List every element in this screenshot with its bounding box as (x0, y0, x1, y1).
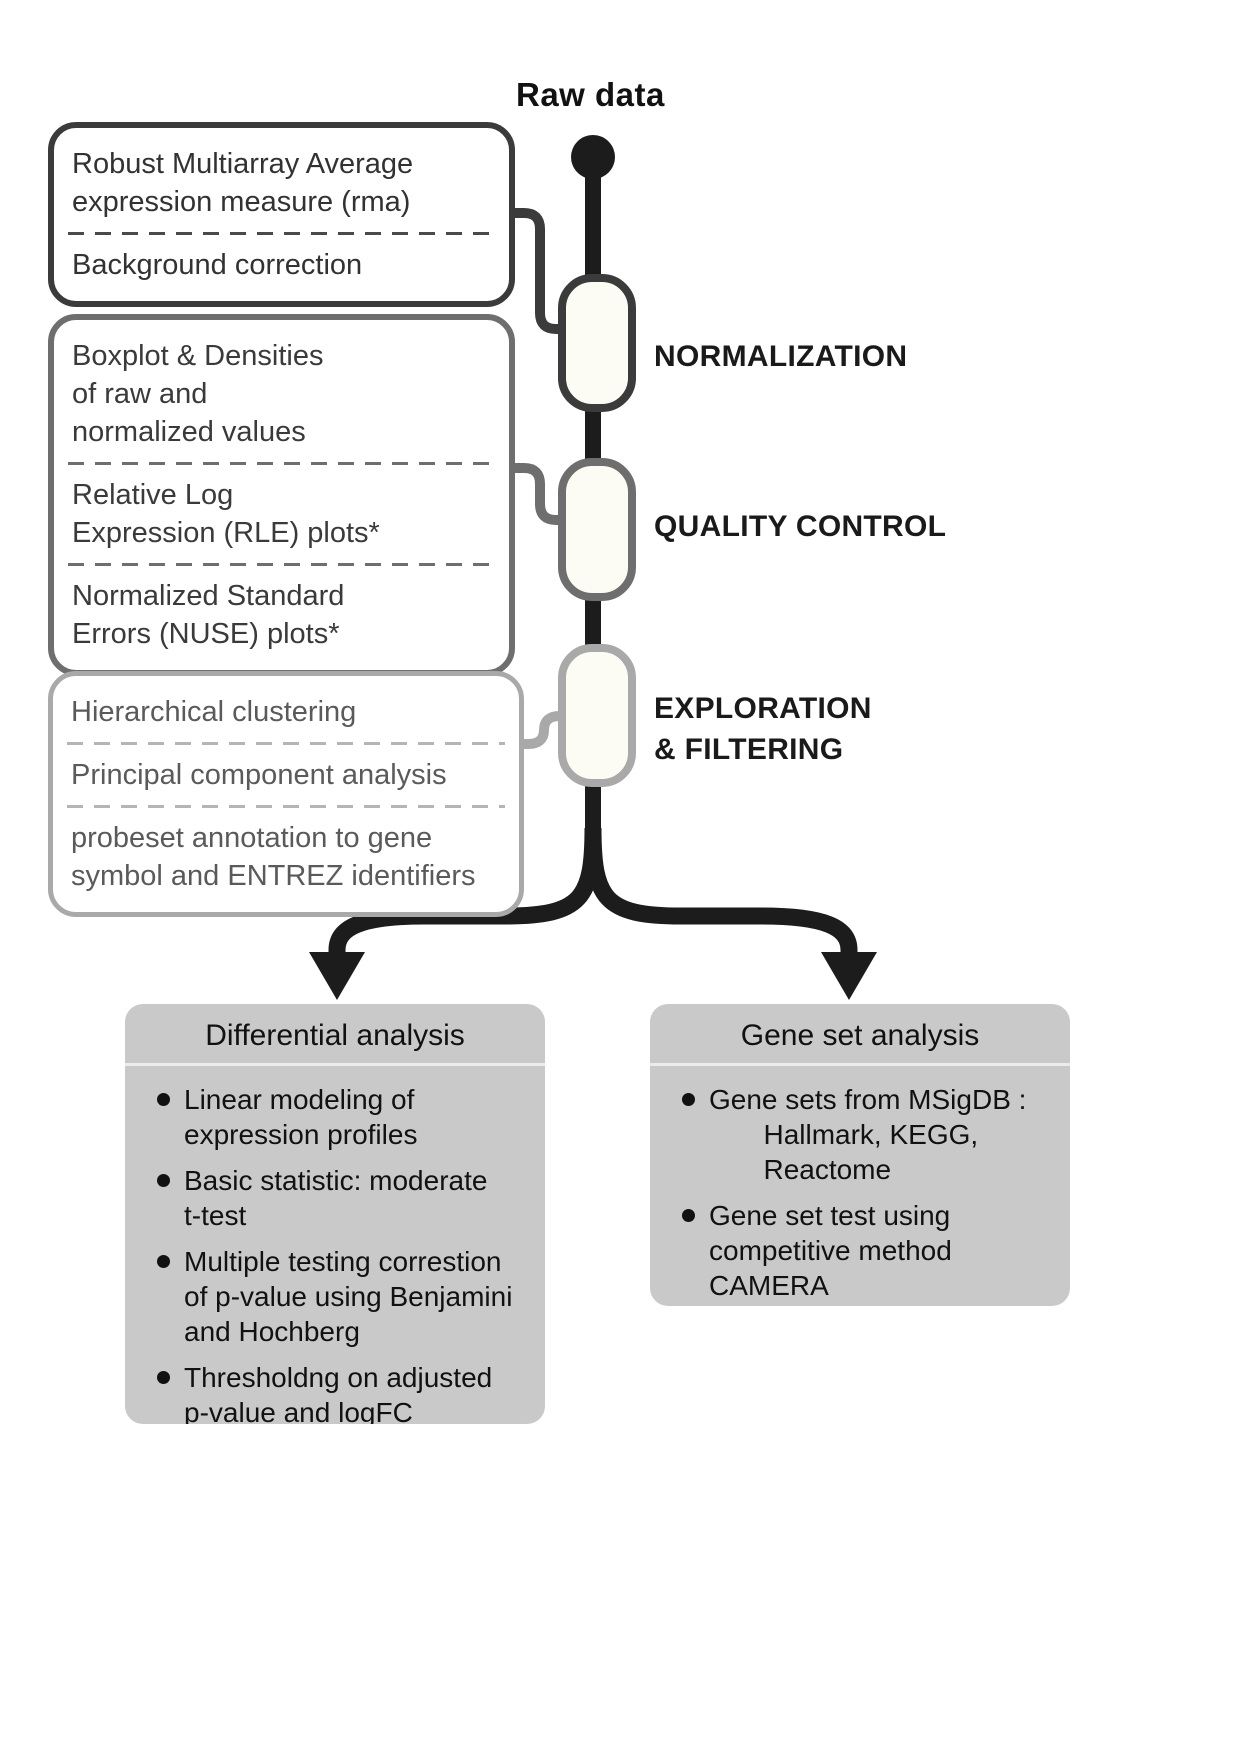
stage-node-normalization (558, 274, 636, 412)
bullet-icon (682, 1093, 695, 1106)
analysis-box-geneset: Gene set analysis Gene sets from MSigDB … (650, 1004, 1070, 1306)
stage-node-quality-control (558, 458, 636, 601)
dashed-separator (68, 232, 495, 235)
analysis-title: Differential analysis (125, 1004, 545, 1066)
raw-data-title: Raw data (516, 76, 665, 113)
method-item: Robust Multiarray Average expression mea… (72, 148, 414, 218)
connector-normalization (515, 208, 564, 334)
connector-quality-control (515, 463, 564, 525)
bullet-item: Basic statistic: moderate t-test (157, 1163, 525, 1233)
dashed-separator (68, 563, 495, 566)
bullet-item: Multiple testing correstion of p-value u… (157, 1244, 525, 1349)
analysis-box-differential: Differential analysis Linear modeling of… (125, 1004, 545, 1424)
bullet-text: Gene sets from MSigDB : Hallmark, KEGG, … (709, 1084, 1027, 1185)
branch-right (584, 827, 858, 958)
bullet-text: Multiple testing correstion of p-value u… (184, 1246, 513, 1347)
bullet-text: Gene set test using competitive method C… (709, 1200, 952, 1301)
branch-left (328, 827, 602, 958)
dashed-separator (67, 805, 505, 808)
stage-label-exploration: EXPLORATION & FILTERING (654, 692, 872, 766)
method-item: Normalized Standard Errors (NUSE) plots* (72, 580, 345, 650)
raw-data-node-icon (571, 135, 615, 179)
bullet-icon (157, 1093, 170, 1106)
stage-node-exploration (558, 644, 636, 787)
method-box-quality-control: Boxplot & Densities of raw and normalize… (48, 314, 515, 676)
bullet-text: Thresholdng on adjusted p-value and logF… (184, 1362, 493, 1424)
bullet-item: Linear modeling of expression profiles (157, 1082, 525, 1152)
method-item: Hierarchical clustering (71, 696, 357, 728)
method-item: probeset annotation to gene symbol and E… (71, 822, 476, 892)
bullet-item: Thresholdng on adjusted p-value and logF… (157, 1360, 525, 1424)
bullet-item: Gene sets from MSigDB : Hallmark, KEGG, … (682, 1082, 1050, 1187)
dashed-separator (68, 462, 495, 465)
analysis-body: Linear modeling of expression profiles B… (125, 1066, 545, 1424)
bullet-icon (682, 1209, 695, 1222)
method-box-normalization: Robust Multiarray Average expression mea… (48, 122, 515, 307)
method-item: Background correction (72, 249, 363, 281)
branch-arrow-right-icon (821, 952, 877, 1000)
bullet-icon (157, 1174, 170, 1187)
stage-label-normalization: NORMALIZATION (654, 340, 908, 373)
method-item: Relative Log Expression (RLE) plots* (72, 479, 380, 549)
bullet-icon (157, 1371, 170, 1384)
bullet-text: Basic statistic: moderate t-test (184, 1165, 488, 1231)
bullet-icon (157, 1255, 170, 1268)
connector-exploration (523, 711, 564, 749)
bullet-text: Linear modeling of expression profiles (184, 1084, 418, 1150)
bullet-item: Gene set test using competitive method C… (682, 1198, 1050, 1303)
analysis-body: Gene sets from MSigDB : Hallmark, KEGG, … (650, 1066, 1070, 1306)
stage-label-quality-control: QUALITY CONTROL (654, 510, 947, 543)
analysis-title: Gene set analysis (650, 1004, 1070, 1066)
method-item: Principal component analysis (71, 759, 447, 791)
method-box-exploration: Hierarchical clustering Principal compon… (48, 671, 524, 917)
method-item: Boxplot & Densities of raw and normalize… (72, 340, 324, 448)
dashed-separator (67, 742, 505, 745)
branch-arrow-left-icon (309, 952, 365, 1000)
